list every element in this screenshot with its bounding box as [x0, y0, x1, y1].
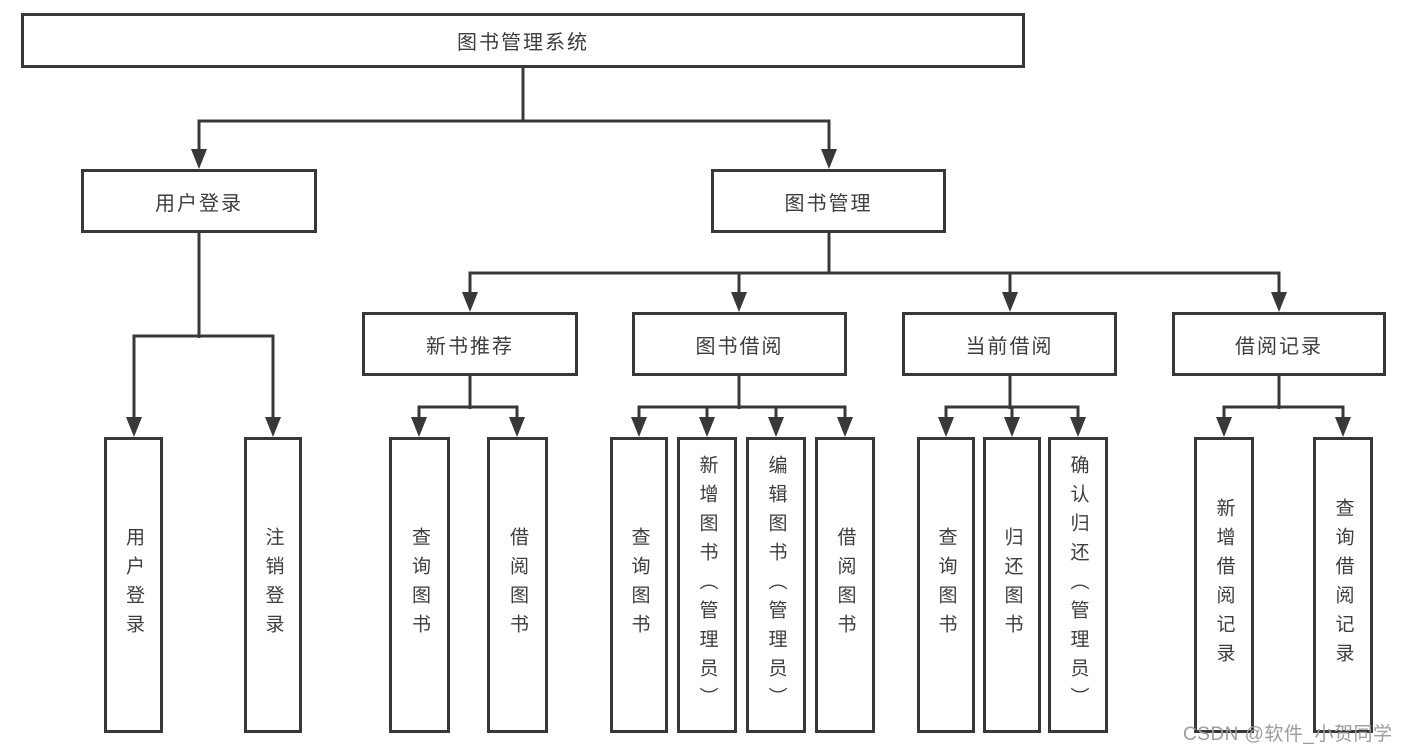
arrowhead-leaf-login [126, 417, 142, 437]
arrowhead-nb-borrow [509, 417, 525, 437]
leaf-cb-confirm-return-admin: 确认归还（管理员） [1048, 437, 1108, 733]
arrowhead-bb-edit [768, 417, 784, 437]
node-current-borrowing: 当前借阅 [902, 312, 1117, 376]
node-new-book-recommend: 新书推荐 [362, 312, 578, 376]
node-user-login: 用户登录 [81, 169, 317, 233]
leaf-nb-query-books: 查询图书 [389, 437, 450, 733]
arrowhead-borrowing-records [1271, 292, 1287, 312]
csdn-watermark: CSDN @软件_小贺同学 [1183, 724, 1393, 745]
arrowhead-leaf-logout [265, 417, 281, 437]
node-library-management-system: 图书管理系统 [21, 13, 1025, 68]
leaf-logout: 注销登录 [244, 437, 302, 733]
node-book-management: 图书管理 [711, 169, 946, 233]
connector-level3-branch [468, 271, 1281, 295]
leaf-br-add-record: 新增借阅记录 [1194, 437, 1254, 733]
leaf-cb-query-books: 查询图书 [917, 437, 975, 733]
connector-book-borrow-branch [637, 405, 847, 420]
arrowhead-new-book-recommend [462, 292, 478, 312]
leaf-bb-edit-books-admin: 编辑图书（管理员） [746, 437, 806, 733]
leaf-user-login: 用户登录 [104, 437, 163, 733]
arrowhead-bb-borrow [837, 417, 853, 437]
node-borrowing-records: 借阅记录 [1172, 312, 1386, 376]
arrowhead-br-add [1216, 417, 1232, 437]
connector-user-login-branch [132, 334, 275, 420]
arrowhead-book-management [821, 149, 837, 169]
leaf-nb-borrow-books: 借阅图书 [487, 437, 548, 733]
leaf-bb-add-books-admin: 新增图书（管理员） [677, 437, 737, 733]
arrowhead-current-borrowing [1002, 292, 1018, 312]
arrowhead-bb-query [631, 417, 647, 437]
leaf-br-query-record: 查询借阅记录 [1313, 437, 1373, 733]
node-book-borrowing: 图书借阅 [632, 312, 847, 376]
arrowhead-book-borrowing [731, 292, 747, 312]
connector-root-branch [197, 119, 831, 152]
arrowhead-br-query [1335, 417, 1351, 437]
arrowhead-cb-query [938, 417, 954, 437]
arrowhead-bb-add [699, 417, 715, 437]
connector-borrow-record-branch [1222, 405, 1345, 420]
leaf-bb-borrow-books: 借阅图书 [815, 437, 875, 733]
leaf-bb-query-books: 查询图书 [610, 437, 668, 733]
arrowhead-user-login [191, 149, 207, 169]
arrowhead-nb-query [411, 417, 427, 437]
leaf-cb-return-books: 归还图书 [983, 437, 1041, 733]
arrowhead-cb-return [1004, 417, 1020, 437]
arrowhead-cb-confirm [1070, 417, 1086, 437]
connector-new-book-branch [417, 405, 519, 420]
